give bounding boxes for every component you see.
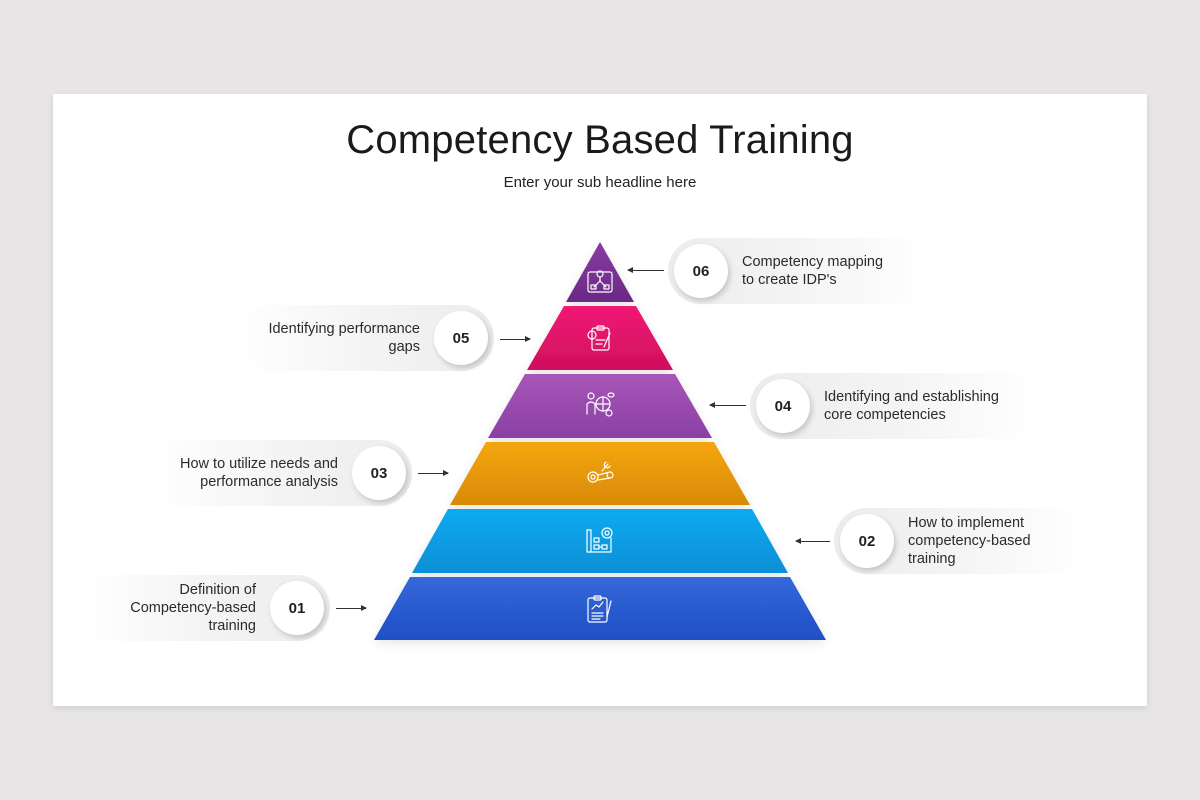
arrow-02 xyxy=(795,538,830,544)
arrow-01 xyxy=(336,605,367,611)
arrow-03 xyxy=(418,470,449,476)
slide-title: Competency Based Training xyxy=(346,118,854,162)
blueprint-gear-icon xyxy=(586,527,613,553)
gear-wrench-icon xyxy=(587,461,614,483)
workflow-blueprint-icon xyxy=(587,270,613,293)
step-number-badge: 01 xyxy=(270,581,324,635)
pyramid-level-04 xyxy=(488,374,712,438)
step-number-badge: 03 xyxy=(352,446,406,500)
slide-subtitle: Enter your sub headline here xyxy=(503,174,697,191)
step-number-badge: 05 xyxy=(434,311,488,365)
arrow-04 xyxy=(709,402,746,408)
clipboard-gear-icon xyxy=(587,325,611,351)
arrow-05 xyxy=(500,336,531,342)
pyramid-level-01 xyxy=(374,577,826,640)
pyramid-level-02 xyxy=(412,509,788,573)
clipboard-chart-icon xyxy=(587,595,612,623)
step-number-badge: 06 xyxy=(674,244,728,298)
arrow-06 xyxy=(627,267,664,273)
person-globe-icon xyxy=(586,392,615,417)
step-number-badge: 02 xyxy=(840,514,894,568)
pyramid-level-05 xyxy=(527,306,673,370)
pyramid-level-03 xyxy=(450,442,750,505)
step-number-badge: 04 xyxy=(756,379,810,433)
